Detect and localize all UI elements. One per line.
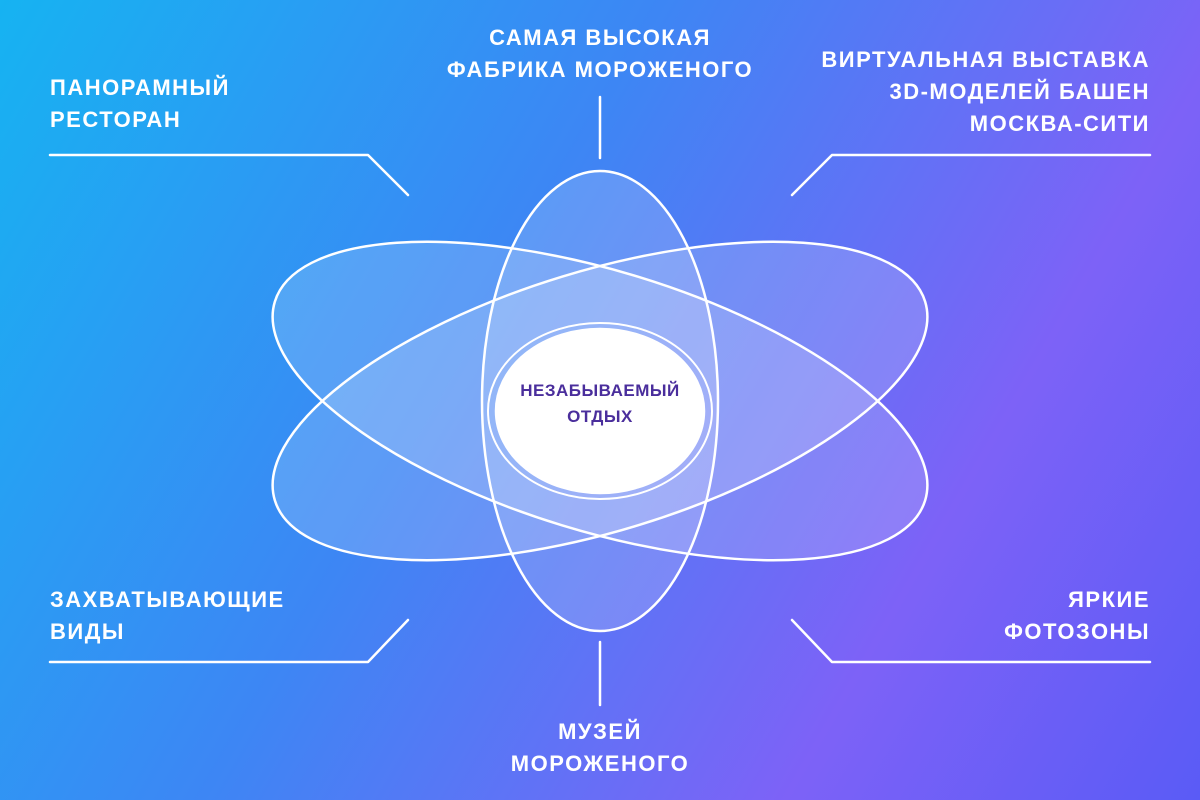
label-line: РЕСТОРАН [50, 107, 182, 132]
label-breathtaking-views: ЗАХВАТЫВАЮЩИЕ ВИДЫ [50, 584, 285, 648]
label-line: ФОТОЗОНЫ [1004, 619, 1150, 644]
label-line: МОСКВА-СИТИ [969, 111, 1150, 136]
center-label-line-2: ОТДЫХ [567, 407, 633, 426]
label-line: 3D-МОДЕЛЕЙ БАШЕН [889, 79, 1150, 104]
label-line: МУЗЕЙ [558, 719, 642, 744]
connector-bottom-left [48, 618, 410, 664]
label-line: ВИДЫ [50, 619, 125, 644]
connector-top-right [790, 153, 1152, 197]
connector-bottom-right [790, 618, 1152, 664]
label-line: ПАНОРАМНЫЙ [50, 75, 230, 100]
center-core [494, 327, 706, 495]
center-label-line-1: НЕЗАБЫВАЕМЫЙ [520, 381, 680, 400]
label-panoramic-restaurant: ПАНОРАМНЫЙ РЕСТОРАН [50, 72, 230, 136]
label-ice-cream-factory: САМАЯ ВЫСОКАЯ ФАБРИКА МОРОЖЕНОГО [400, 22, 800, 86]
label-line: ЗАХВАТЫВАЮЩИЕ [50, 587, 285, 612]
label-ice-cream-museum: МУЗЕЙ МОРОЖЕНОГО [400, 716, 800, 780]
label-line: САМАЯ ВЫСОКАЯ [489, 25, 711, 50]
connector-top-left [48, 153, 410, 197]
label-line: ЯРКИЕ [1068, 587, 1150, 612]
label-line: ФАБРИКА МОРОЖЕНОГО [446, 57, 754, 82]
label-virtual-exhibition: ВИРТУАЛЬНАЯ ВЫСТАВКА 3D-МОДЕЛЕЙ БАШЕН МО… [821, 44, 1150, 140]
label-line: МОРОЖЕНОГО [510, 751, 690, 776]
center-label: НЕЗАБЫВАЕМЫЙ ОТДЫХ [490, 378, 710, 430]
label-photo-zones: ЯРКИЕ ФОТОЗОНЫ [1004, 584, 1150, 648]
label-line: ВИРТУАЛЬНАЯ ВЫСТАВКА [821, 47, 1150, 72]
center-core-ring [487, 322, 713, 500]
